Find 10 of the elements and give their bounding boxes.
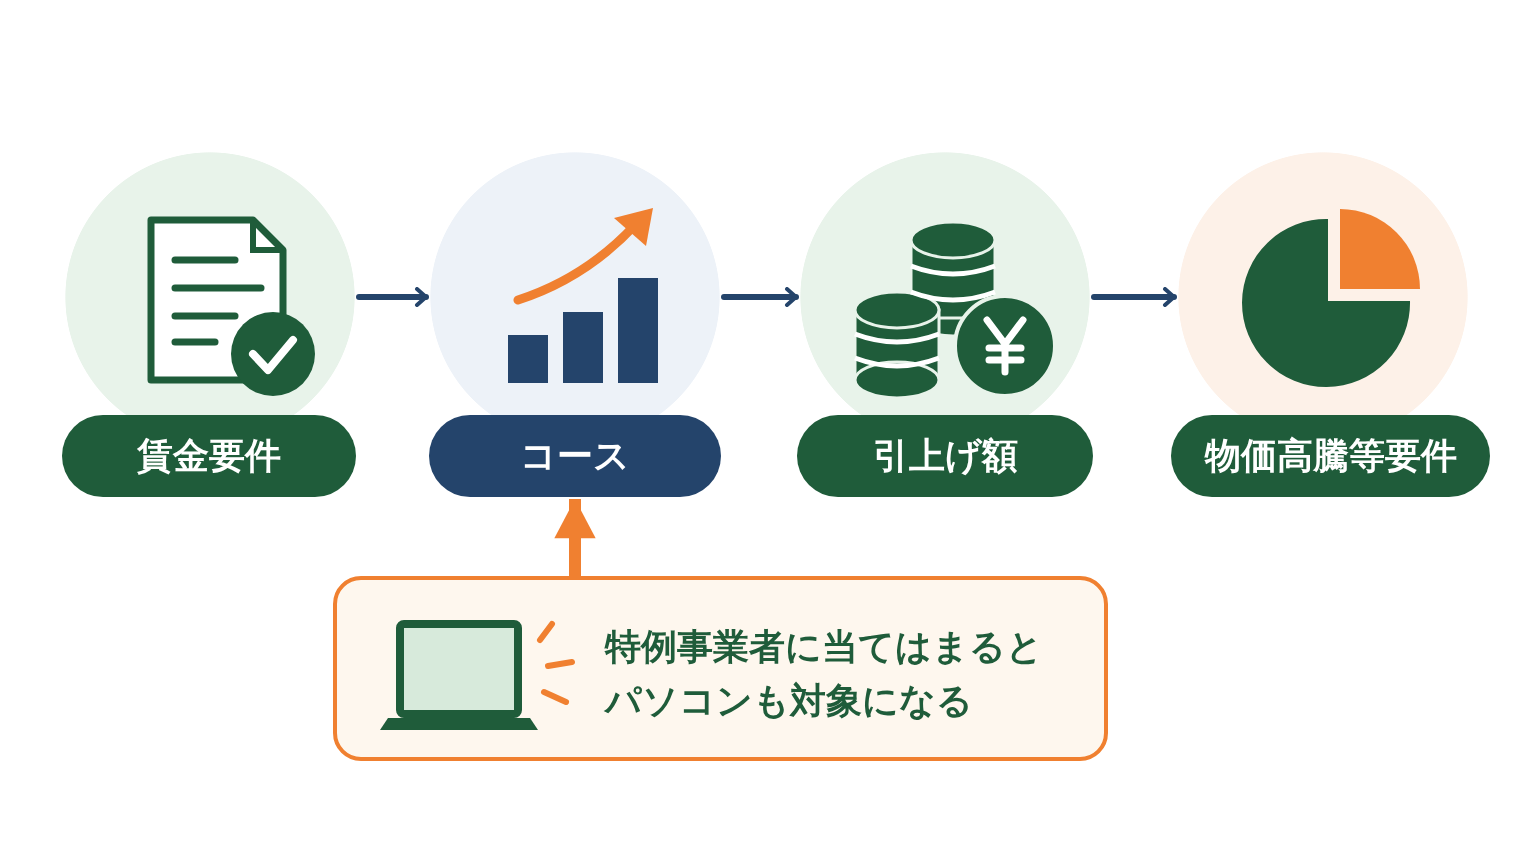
label-pill: 物価高騰等要件 [1171, 415, 1490, 497]
label-pill: コース [429, 415, 721, 497]
arrow [554, 499, 596, 576]
label-pill: 引上げ額 [797, 415, 1093, 497]
label-pill: 賃金要件 [62, 415, 356, 497]
callout-text: 特例事業者に当てはまるとパソコンも対象になる [605, 625, 1044, 723]
arrow [721, 287, 799, 307]
callout-box [333, 576, 1108, 761]
arrow [1091, 287, 1177, 307]
arrow [356, 287, 429, 307]
